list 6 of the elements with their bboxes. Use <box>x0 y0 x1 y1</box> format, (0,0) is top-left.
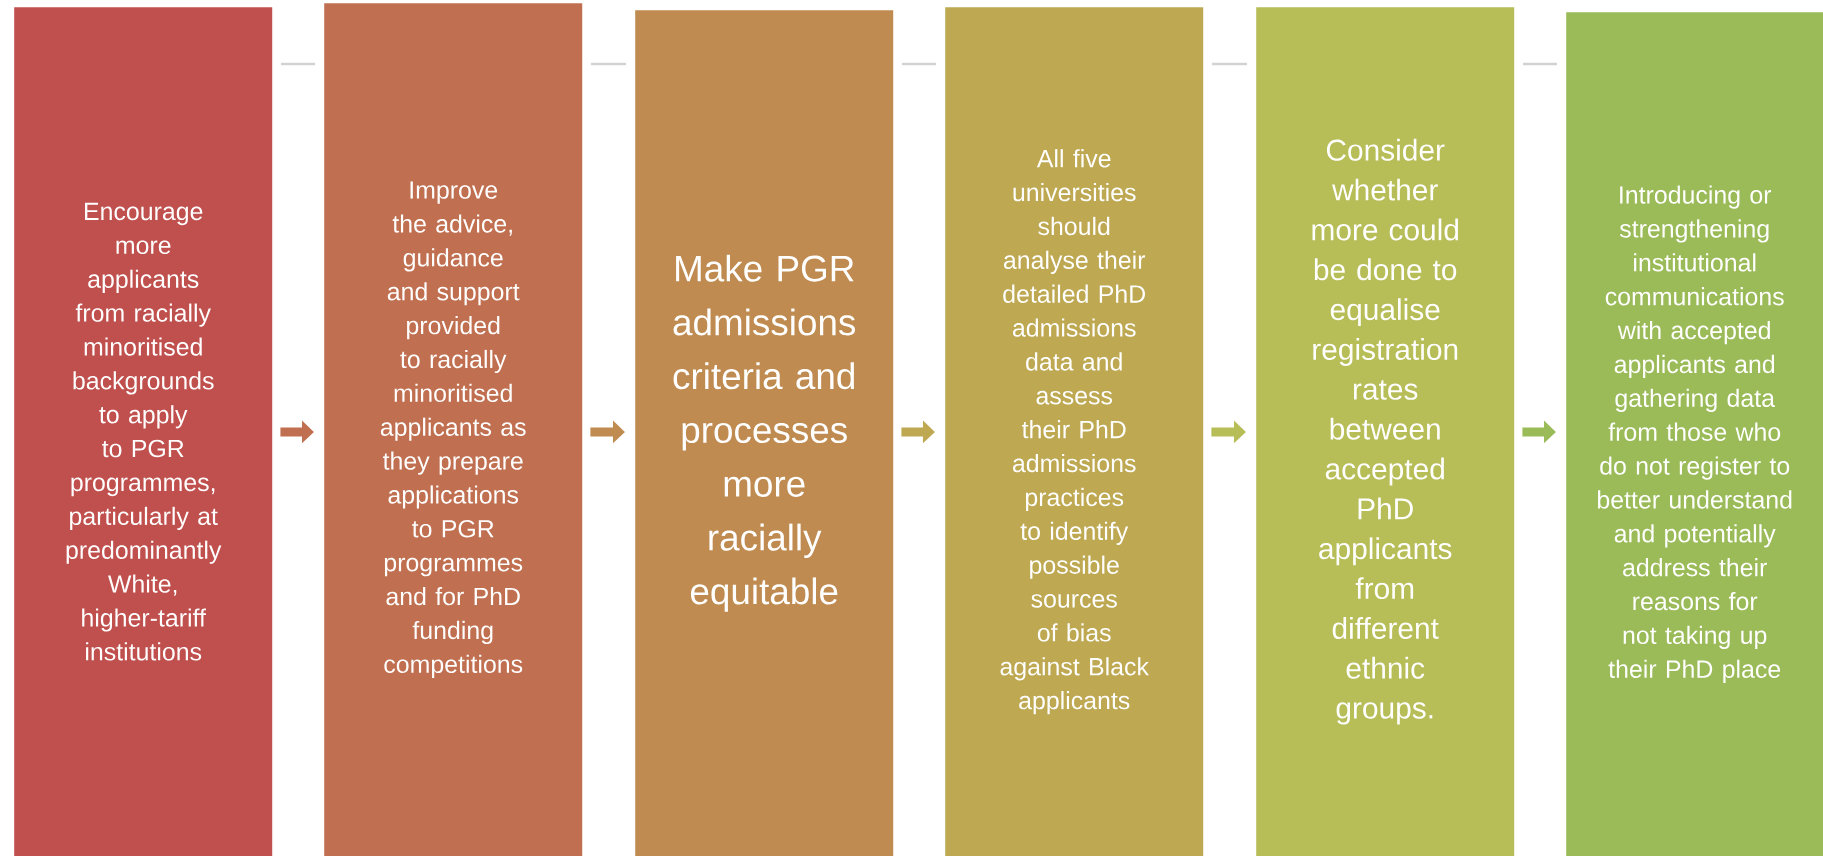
process-box: Make PGR admissions criteria and processes more racially equitable <box>635 10 894 856</box>
process-box: Encourage more applicants from racially minoritised backgrounds to apply to PGR programmes, particularly at predominantly White, higher-tariff institutions <box>14 7 273 856</box>
process-box: All five universities should analyse their detailed PhD admissions data and assess their PhD admissions practices to identify possible sources of bias against Black applicants <box>945 7 1204 856</box>
process-box: Improve the advice, guidance and support provided to racially minoritised applicants as they prepare applications to PGR programmes and for PhD funding competitions <box>324 3 583 856</box>
process-box: Consider whether more could be done to equalise registration rates between accepted PhD applicants from different ethnic groups. <box>1256 7 1515 856</box>
process-box: Introducing or strengthening institutional communications with accepted applicants and gathering data from those who do not register to better understand and potentially address their reasons for not taking up their PhD place <box>1566 12 1823 856</box>
